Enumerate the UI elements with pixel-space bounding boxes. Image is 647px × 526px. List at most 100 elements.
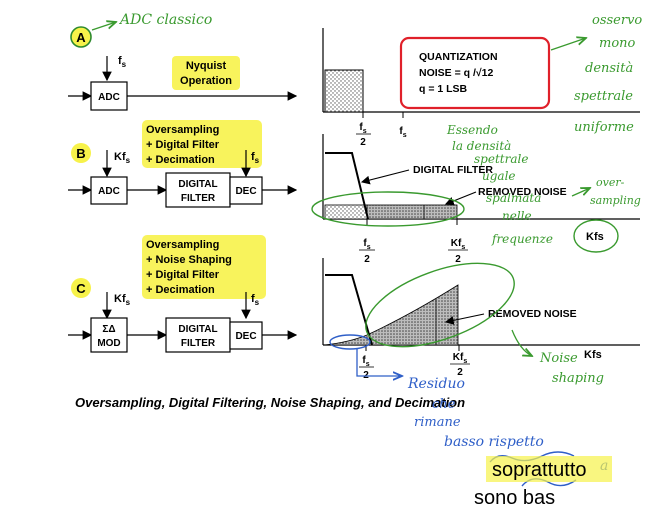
annotation-adc-classico: ADC classico (118, 12, 212, 28)
residual-noise-ellipse (329, 334, 371, 350)
plot-a: fs 2 fs QUANTIZATION NOISE = q /√12 q = … (322, 28, 640, 148)
residuo-arrow (356, 349, 402, 376)
plot-b: DIGITAL FILTER REMOVED NOISE fs 2 Kfs 2 (322, 134, 640, 265)
over-arrow (571, 188, 590, 197)
row-c-label: C (76, 281, 86, 296)
row-b-highlight (142, 120, 262, 168)
row-a-label: A (76, 30, 86, 45)
plot-a-tick-label-fs2: fs (359, 122, 366, 135)
annotation-osservo-3: densità (585, 61, 633, 76)
row-a-label-circle (70, 26, 92, 48)
plot-c-to-noise-shaping-arrow (511, 329, 532, 356)
annotation-essendo-5: spalmata (486, 191, 541, 205)
row-c-clock-in: Kfs (114, 293, 131, 307)
plot-c-tick-label-kfs2-den: 2 (457, 367, 463, 378)
row-a-highlight (172, 56, 240, 90)
row-c-filter-box (165, 317, 231, 353)
row-b-highlight-line-1: Oversampling (146, 124, 219, 136)
row-c-highlight-line-2: + Noise Shaping (146, 254, 232, 266)
annotation-essendo-2: la densità (452, 139, 511, 153)
row-b-highlight-line-3: + Decimation (146, 154, 215, 166)
annotation-over-1: over- (596, 176, 625, 189)
bottom-text-line-1: soprattutto (492, 459, 587, 481)
plot-c: REMOVED NOISE fs 2 Kfs 2 (322, 258, 640, 381)
plot-b-tick-label-kfs2: Kfs (451, 238, 466, 251)
annotation-kfs-right: Kfs (584, 349, 602, 361)
row-b-label: B (76, 146, 85, 161)
plot-c-filter-curve (325, 274, 373, 346)
osservo-arrow (550, 38, 586, 51)
plot-a-tick-label-fs: fs (399, 126, 406, 139)
row-b-highlight-line-2: + Digital Filter (146, 139, 220, 151)
annotation-noise-shaping-2: shaping (552, 371, 604, 386)
quantization-line-3: q = 1 LSB (419, 83, 468, 95)
row-c-dec-label: DEC (235, 331, 256, 342)
row-a-highlight-line-1: Nyquist (186, 60, 227, 72)
annotation-noise-shaping-1: Noise (539, 351, 578, 366)
annotation-residuo-2: che (432, 397, 456, 412)
row-b-label-circle (71, 143, 91, 163)
row-a-adc-label: ADC (98, 92, 120, 103)
plot-c-noise-pointer (444, 313, 485, 325)
plot-c-noise-ellipse (365, 262, 515, 348)
row-c-highlight-line-4: + Decimation (146, 284, 215, 296)
row-b-clock-out: fs (251, 151, 260, 165)
row-c-highlight-line-3: + Digital Filter (146, 269, 220, 281)
row-a-highlight-line-2: Operation (180, 75, 232, 87)
row-b-filter-box (165, 172, 231, 208)
plot-b-noise-pointer (444, 191, 477, 206)
quantization-box (399, 36, 551, 110)
quantization-line-2: NOISE = q /√12 (419, 67, 493, 79)
row-c-dec-box (229, 321, 263, 350)
kfs-circle (573, 219, 619, 253)
row-b-clock-in: Kfs (114, 151, 131, 165)
bottom-partial-text: soprattutto sono bas (474, 456, 612, 509)
row-b: B Oversampling + Digital Filter + Decima… (68, 120, 298, 208)
plot-c-tick-label-fs2: fs (362, 355, 369, 368)
adc-classico-arrow (91, 22, 116, 31)
handwritten-annotations-green: ADC classico osservo mono densità spettr… (91, 12, 642, 386)
row-c-mod-line-2: MOD (97, 338, 120, 349)
bottom-highlight (486, 456, 612, 482)
annotation-essendo-7: frequenze (491, 232, 553, 246)
annotation-essendo-1: Essendo (446, 123, 498, 137)
row-b-filter-line-2: FILTER (181, 193, 216, 204)
row-c-highlight-line-1: Oversampling (146, 239, 219, 251)
annotation-osservo-2: mono (599, 36, 636, 51)
plot-b-tick-label-fs2: fs (363, 238, 370, 251)
plot-b-tick-label-fs2-den: 2 (364, 254, 370, 265)
annotation-residuo-3: rimane (414, 415, 461, 430)
row-c-mod-line-1: ΣΔ (102, 324, 115, 335)
bottom-text-line-2: sono bas (474, 487, 555, 509)
annotation-osservo-5: uniforme (574, 120, 634, 135)
annotation-osservo-4: spettrale (574, 89, 633, 104)
row-b-adc-label: ADC (98, 186, 120, 197)
row-c-filter-line-1: DIGITAL (178, 324, 217, 335)
row-c-filter-line-2: FILTER (181, 338, 216, 349)
plot-c-label-removed: REMOVED NOISE (488, 308, 577, 320)
row-c-clock-out: fs (251, 293, 260, 307)
row-b-adc-box (90, 176, 128, 205)
quantization-line-1: QUANTIZATION (419, 51, 498, 63)
plot-a-tick-label-fs2-den: 2 (360, 137, 366, 148)
annotation-essendo-4: ugale (482, 169, 516, 183)
annotation-essendo-3: spettrale (474, 152, 528, 166)
plot-a-noise-area (324, 69, 364, 113)
row-c: C Oversampling + Noise Shaping + Digital… (68, 235, 298, 353)
row-c-highlight (142, 235, 266, 299)
plot-b-filter-curve (325, 152, 369, 220)
row-b-filter-line-1: DIGITAL (178, 179, 217, 190)
plot-b-noise-ellipse (311, 191, 465, 227)
annotation-residuo-4: basso rispetto (444, 434, 544, 450)
figure-caption: Oversampling, Digital Filtering, Noise S… (75, 395, 465, 410)
plot-b-noise-inband (324, 204, 368, 220)
annotation-osservo-1: osservo (592, 13, 642, 28)
row-b-dec-label: DEC (235, 186, 256, 197)
row-a-clock: fs (118, 55, 127, 69)
plot-b-tick-label-kfs2-den: 2 (455, 254, 461, 265)
row-c-label-circle (71, 278, 91, 298)
plot-c-tick-label-kfs2: Kfs (453, 352, 468, 365)
plot-b-noise-removed (366, 204, 458, 220)
plot-b-filter-pointer (360, 169, 410, 185)
